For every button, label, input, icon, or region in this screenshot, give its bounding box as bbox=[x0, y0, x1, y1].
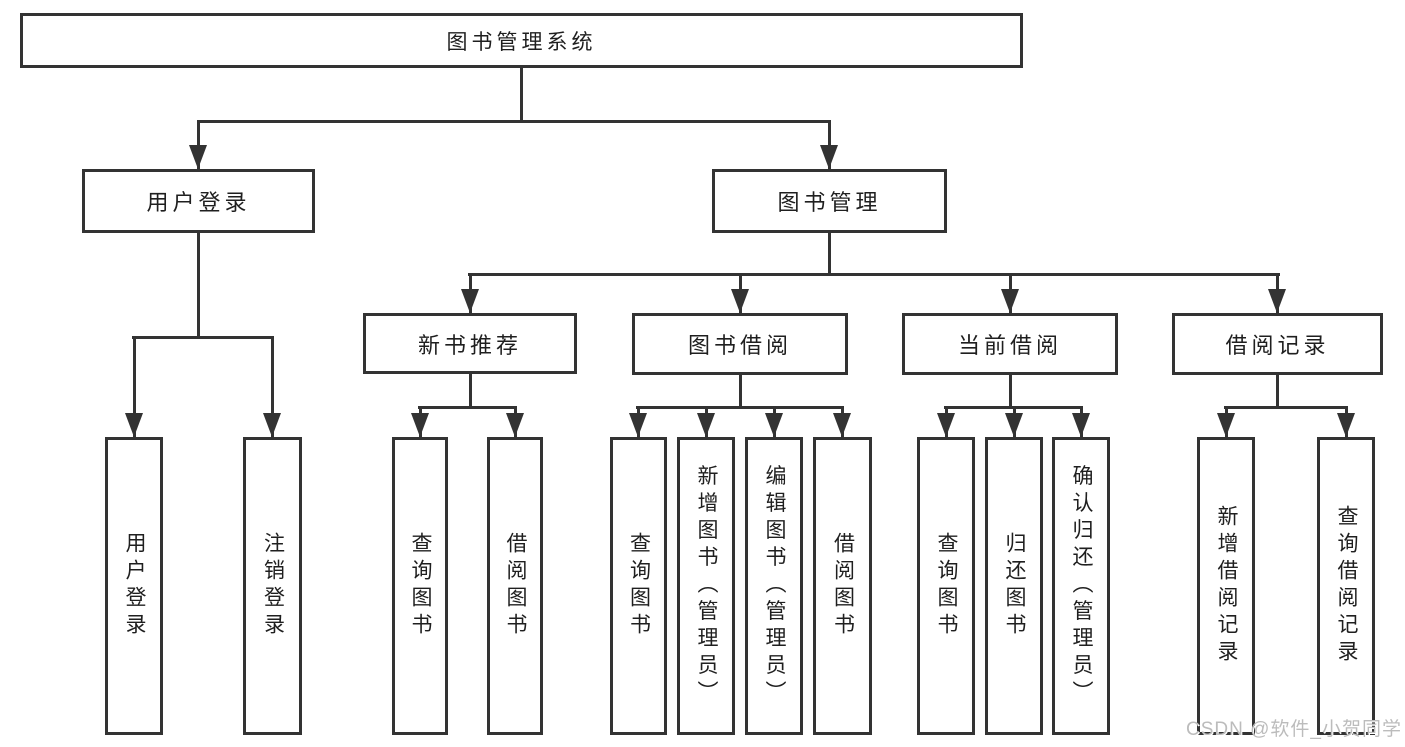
connector-level3-rail bbox=[468, 273, 1280, 276]
arrow-down-icon bbox=[189, 145, 207, 169]
leaf-return-books-label: 归还图书 bbox=[1003, 532, 1026, 640]
node-new-book-recommend: 新书推荐 bbox=[363, 313, 577, 374]
leaf-add-books-admin: 新增图书（管理员） bbox=[677, 437, 735, 735]
leaf-query-books-recommend: 查询图书 bbox=[392, 437, 448, 735]
leaf-borrow-books-recommend-label: 借阅图书 bbox=[504, 532, 527, 640]
arrow-down-icon bbox=[765, 413, 783, 437]
connector-user-login-drop bbox=[197, 233, 200, 339]
arrow-down-icon bbox=[697, 413, 715, 437]
leaf-add-borrow-record-label: 新增借阅记录 bbox=[1215, 505, 1238, 667]
leaf-edit-books-admin: 编辑图书（管理员） bbox=[745, 437, 803, 735]
arrow-down-icon bbox=[1001, 289, 1019, 313]
csdn-watermark: CSDN @软件_小贺同学 bbox=[1186, 719, 1402, 740]
connector-borrow-record-drop bbox=[1276, 375, 1279, 409]
connector-level2-rail bbox=[197, 120, 831, 123]
node-current-borrowing-label: 当前借阅 bbox=[957, 333, 1062, 358]
arrow-down-icon bbox=[1005, 413, 1023, 437]
node-user-login-label: 用户登录 bbox=[146, 190, 251, 215]
connector-root-drop bbox=[520, 68, 523, 123]
leaf-confirm-return-admin: 确认归还（管理员） bbox=[1052, 437, 1110, 735]
connector-current-borrow-drop bbox=[1009, 375, 1012, 409]
connector-stem-book-mgmt bbox=[828, 120, 831, 169]
leaf-add-books-admin-label: 新增图书（管理员） bbox=[695, 464, 718, 708]
node-book-borrowing-label: 图书借阅 bbox=[687, 333, 792, 358]
arrow-down-icon bbox=[1337, 413, 1355, 437]
leaf-query-books-current: 查询图书 bbox=[917, 437, 975, 735]
connector-book-borrow-rail bbox=[636, 406, 844, 409]
connector-borrow-record-rail bbox=[1224, 406, 1348, 409]
arrow-down-icon bbox=[461, 289, 479, 313]
leaf-query-books-current-label: 查询图书 bbox=[935, 532, 958, 640]
leaf-query-books-recommend-label: 查询图书 bbox=[409, 532, 432, 640]
leaf-borrow-books-recommend: 借阅图书 bbox=[487, 437, 543, 735]
leaf-logout-label: 注销登录 bbox=[261, 532, 285, 640]
node-borrowing-records-label: 借阅记录 bbox=[1225, 333, 1330, 358]
node-book-management: 图书管理 bbox=[712, 169, 947, 233]
connector-new-book-drop bbox=[469, 374, 472, 409]
leaf-query-borrow-record-label: 查询借阅记录 bbox=[1335, 505, 1358, 667]
arrow-down-icon bbox=[1268, 289, 1286, 313]
connector-stem-logout-leaf bbox=[271, 336, 274, 437]
arrow-down-icon bbox=[263, 413, 281, 437]
arrow-down-icon bbox=[937, 413, 955, 437]
connector-book-borrow-drop bbox=[739, 375, 742, 409]
arrow-down-icon bbox=[506, 413, 524, 437]
leaf-return-books: 归还图书 bbox=[985, 437, 1043, 735]
connector-stem-login-leaf bbox=[133, 336, 136, 437]
leaf-add-borrow-record: 新增借阅记录 bbox=[1197, 437, 1255, 735]
leaf-user-login: 用户登录 bbox=[105, 437, 163, 735]
leaf-user-login-label: 用户登录 bbox=[123, 532, 146, 640]
node-user-login: 用户登录 bbox=[82, 169, 315, 233]
node-root-label: 图书管理系统 bbox=[446, 30, 597, 54]
arrow-down-icon bbox=[1217, 413, 1235, 437]
arrow-down-icon bbox=[411, 413, 429, 437]
leaf-logout: 注销登录 bbox=[243, 437, 302, 735]
leaf-query-borrow-record: 查询借阅记录 bbox=[1317, 437, 1375, 735]
leaf-borrow-books-label: 借阅图书 bbox=[831, 532, 855, 640]
node-book-borrowing: 图书借阅 bbox=[632, 313, 848, 375]
leaf-edit-books-admin-label: 编辑图书（管理员） bbox=[763, 464, 786, 708]
node-book-management-label: 图书管理 bbox=[777, 190, 882, 215]
arrow-down-icon bbox=[125, 413, 143, 437]
node-root-system: 图书管理系统 bbox=[20, 13, 1023, 68]
leaf-confirm-return-admin-label: 确认归还（管理员） bbox=[1070, 464, 1093, 708]
connector-user-login-rail bbox=[132, 336, 274, 339]
arrow-down-icon bbox=[833, 413, 851, 437]
arrow-down-icon bbox=[820, 145, 838, 169]
node-current-borrowing: 当前借阅 bbox=[902, 313, 1118, 375]
connector-new-book-rail bbox=[418, 406, 517, 409]
connector-book-mgmt-drop bbox=[828, 233, 831, 276]
node-borrowing-records: 借阅记录 bbox=[1172, 313, 1383, 375]
arrow-down-icon bbox=[629, 413, 647, 437]
leaf-borrow-books: 借阅图书 bbox=[813, 437, 872, 735]
node-new-book-recommend-label: 新书推荐 bbox=[417, 332, 522, 358]
connector-stem-user-login bbox=[197, 120, 200, 169]
arrow-down-icon bbox=[731, 289, 749, 313]
arrow-down-icon bbox=[1072, 413, 1090, 437]
leaf-query-books-borrowing: 查询图书 bbox=[610, 437, 667, 735]
leaf-query-books-borrowing-label: 查询图书 bbox=[627, 532, 651, 640]
